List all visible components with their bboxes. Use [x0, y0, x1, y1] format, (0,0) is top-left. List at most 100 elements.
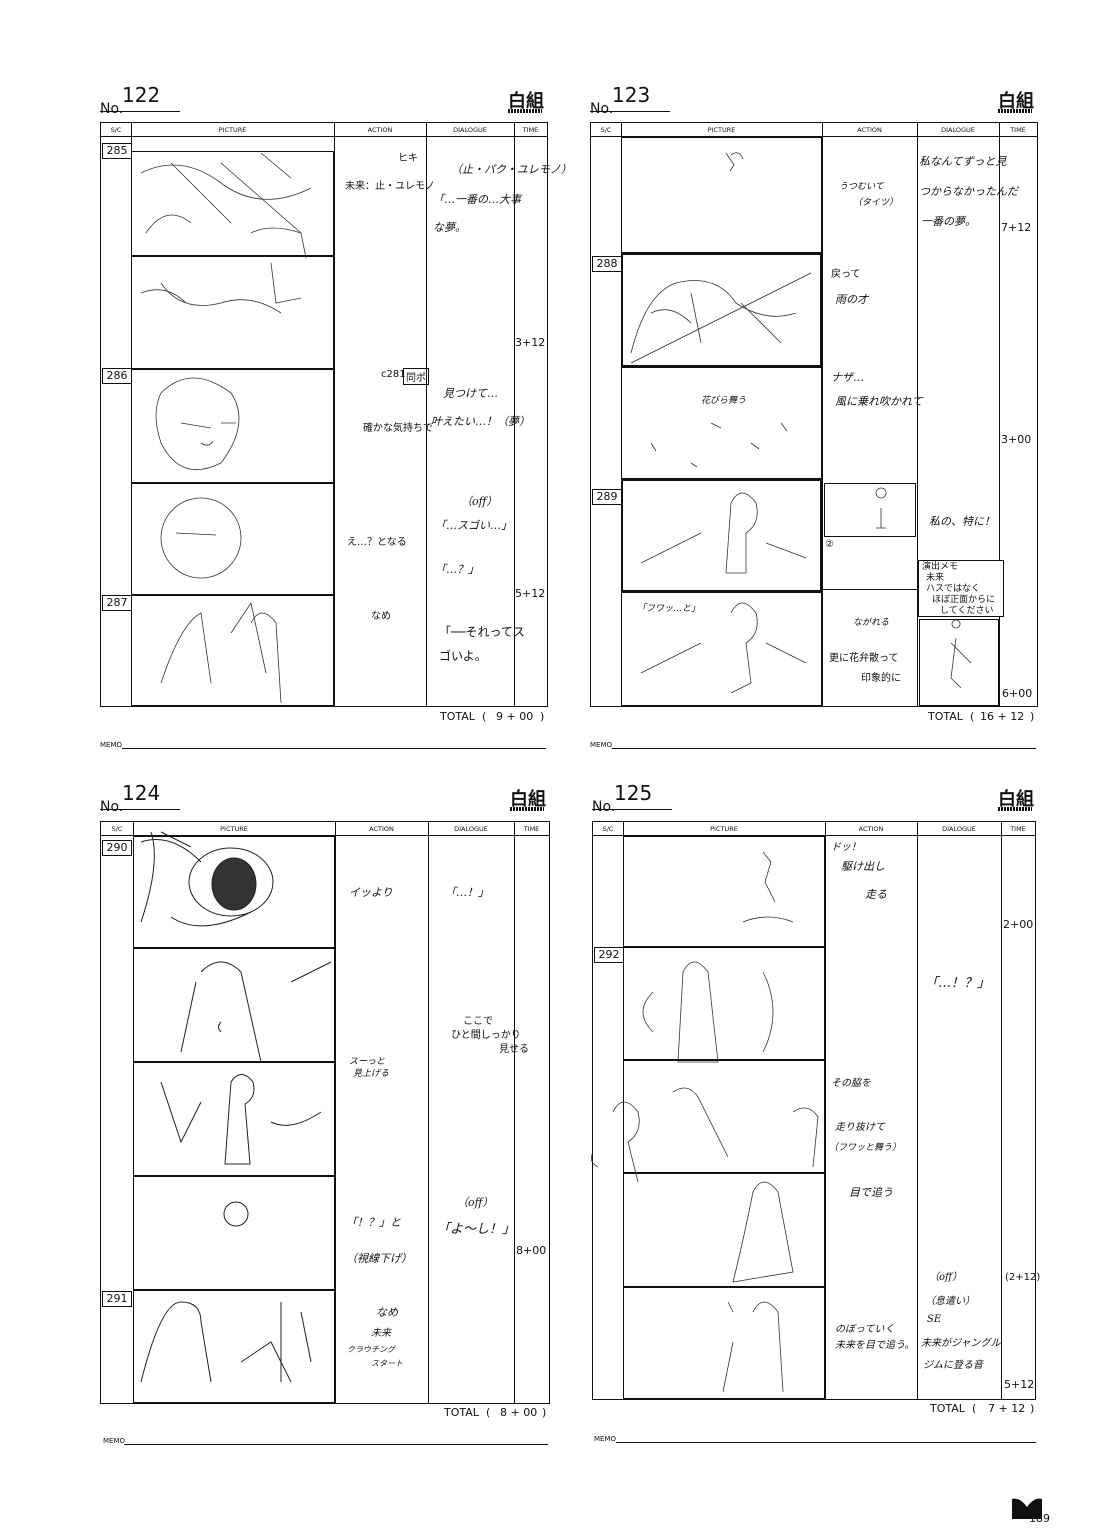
panel-frame: [919, 619, 999, 706]
action-text: ヒキ: [398, 153, 418, 164]
panel-frame: [621, 592, 822, 706]
sheet-number: 123: [612, 83, 651, 107]
panel-frame: [133, 1290, 335, 1403]
col-divider: [917, 822, 918, 1399]
action-text: （フワッと舞う）: [829, 1143, 902, 1153]
sheet-number-underline: [100, 793, 180, 810]
memo-label: MEMO: [594, 1435, 617, 1443]
header-time: TIME: [514, 822, 549, 836]
panel-frame: [621, 253, 822, 367]
total-close: ): [542, 1406, 547, 1419]
col-divider: [999, 123, 1000, 706]
action-text: イッより: [349, 886, 393, 899]
action-text: ②: [825, 539, 834, 550]
col-divider: [514, 822, 515, 1403]
header-sc: S/C: [101, 123, 131, 137]
action-text: 走る: [865, 888, 887, 901]
header-time: TIME: [999, 123, 1037, 137]
dialogue-text: 一番の夢。: [921, 215, 976, 228]
storyboard-grid: S/C PICTURE ACTION DIALOGUE TIME 288 289: [590, 122, 1038, 707]
dialogue-text: （止・パク・ユレモノ）: [451, 163, 572, 176]
time-value: 3+12: [515, 336, 546, 349]
action-text: なめ: [376, 1306, 398, 1319]
dialogue-text: 私の、特に！: [929, 515, 995, 528]
dialogue-text: （息遣い）: [925, 1296, 975, 1307]
page-number: 189: [1029, 1512, 1050, 1525]
no-label: No.: [592, 799, 616, 815]
cut-number: 292: [594, 947, 624, 963]
header-dialogue: DIALOGUE: [917, 822, 1001, 836]
panel-frame: [623, 947, 825, 1060]
time-value: 8+00: [516, 1244, 547, 1257]
dialogue-text: つからなかったんだ: [919, 185, 1018, 198]
panel-frame: [623, 1287, 825, 1399]
header-sc: S/C: [101, 822, 133, 836]
action-text: 同ポ: [403, 368, 429, 385]
time-value: 2+00: [1003, 918, 1034, 931]
header-sc: S/C: [591, 123, 621, 137]
dialogue-text: ひと間しっかり: [451, 1030, 521, 1041]
total-value: 8 + 00: [500, 1406, 538, 1419]
header-sc: S/C: [593, 822, 623, 836]
col-divider: [825, 822, 826, 1399]
action-text: 戻って: [831, 269, 861, 280]
total-value: 9 + 00: [496, 710, 534, 723]
total-open: (: [970, 710, 975, 723]
no-label: No.: [590, 101, 614, 117]
action-text: ながれる: [853, 618, 890, 628]
sheet-number: 125: [614, 781, 653, 805]
dialogue-text: 未来がジャングル: [921, 1338, 1001, 1349]
dialogue-text: 「…スゴい…」: [435, 519, 512, 532]
rough-sketches: [590, 851, 819, 1393]
dialogue-text: 「…一番の…大事: [433, 193, 521, 206]
panel-frame: [621, 367, 822, 479]
cut-number: 289: [592, 489, 622, 505]
header-dialogue: DIALOGUE: [917, 123, 999, 137]
panel-frame: [824, 483, 916, 537]
action-text: 見上げる: [353, 1069, 390, 1079]
header-dialogue: DIALOGUE: [428, 822, 514, 836]
dialogue-text: ゴいよ。: [439, 649, 487, 663]
memo-line: してください: [940, 606, 994, 616]
time-value: (2+12): [1005, 1272, 1041, 1283]
total-label: TOTAL: [444, 1406, 479, 1419]
rough-sketches: [630, 152, 972, 694]
cut-number: 287: [102, 595, 132, 611]
header-picture: PICTURE: [133, 822, 335, 836]
col-divider: [514, 123, 515, 706]
panel-frame: [623, 1173, 825, 1287]
panel-frame: [621, 479, 822, 592]
memo-label: MEMO: [103, 1437, 126, 1445]
total-label: TOTAL: [930, 1402, 965, 1415]
panel-frame: [131, 369, 334, 483]
total-label: TOTAL: [928, 710, 963, 723]
dialogue-text: 「フワッ…と」: [637, 604, 701, 614]
total-close: ): [540, 710, 545, 723]
action-text: c281: [381, 369, 406, 380]
memo-line: [122, 748, 546, 749]
team-label: 白組: [508, 91, 544, 112]
no-label: No.: [100, 799, 124, 815]
action-text: 未来：止・ユレモノ: [345, 181, 435, 192]
team-label: 白組: [998, 789, 1034, 810]
memo-label: MEMO: [100, 741, 123, 749]
total-value: 7 + 12: [988, 1402, 1026, 1415]
dialogue-text: 「…！」: [445, 886, 489, 899]
storyboard-grid: S/C PICTURE ACTION DIALOGUE TIME 292 ドッ！…: [590, 821, 1040, 1400]
total-close: ): [1030, 1402, 1035, 1415]
time-value: 3+00: [1001, 433, 1032, 446]
header-action: ACTION: [335, 822, 428, 836]
total-open: (: [486, 1406, 491, 1419]
sheet-number: 122: [122, 83, 161, 107]
action-text: 未来: [371, 1328, 391, 1339]
team-bar: [510, 807, 544, 811]
cut-number: 285: [102, 143, 132, 159]
memo-line: ほぼ正面からに: [932, 595, 996, 605]
dialogue-text: 私なんてずっと見: [919, 155, 1007, 168]
memo-line: [612, 748, 1036, 749]
team-bar: [508, 109, 542, 113]
action-text: ドッ！: [831, 842, 861, 853]
header-time: TIME: [514, 123, 547, 137]
dialogue-text: 叶えたい…！（夢）: [431, 415, 530, 428]
action-text: 走り抜けて: [835, 1122, 885, 1133]
